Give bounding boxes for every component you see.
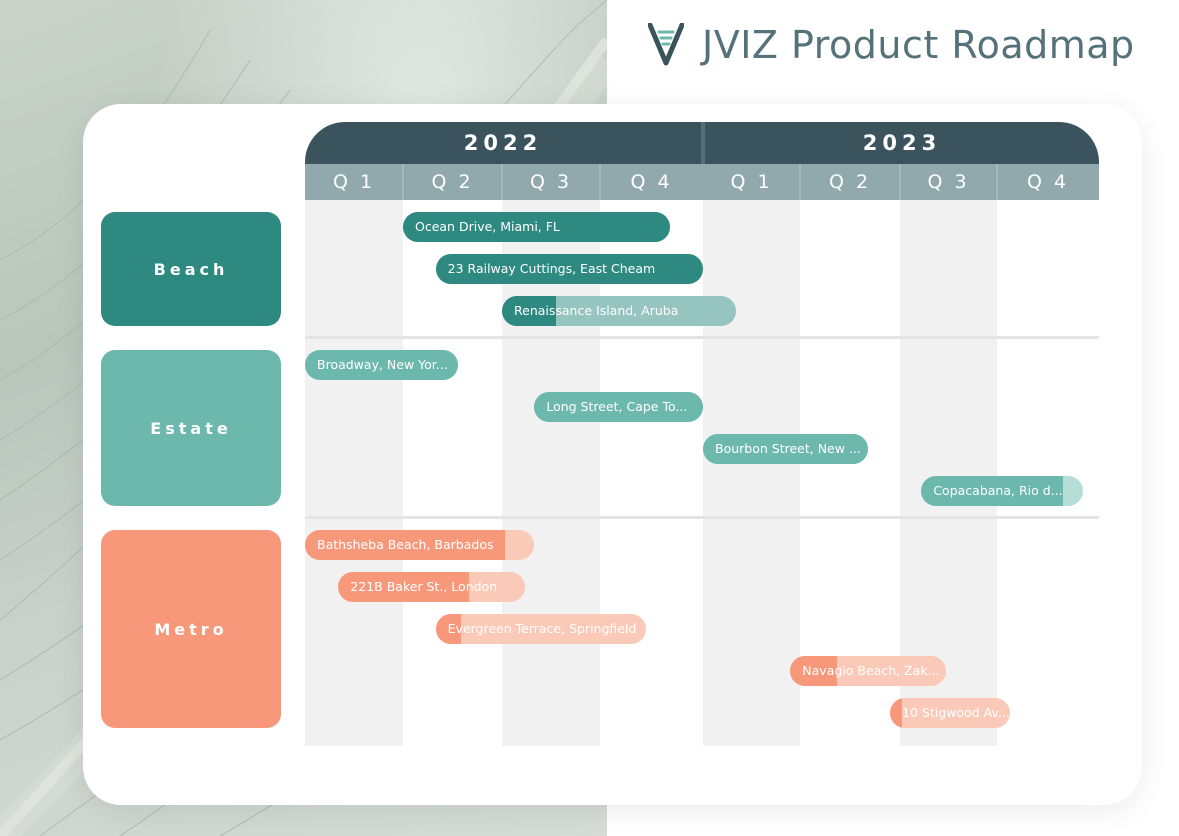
quarter-label: Q 4: [630, 171, 673, 193]
page-title: JVIZ Product Roadmap: [702, 23, 1135, 67]
task-progress-fill: [921, 476, 1064, 506]
quarter-column-stripe: [502, 200, 600, 746]
task-bar[interactable]: Copacabana, Rio d...: [921, 476, 1083, 506]
quarter-label: Q 3: [529, 171, 573, 193]
quarter-label: Q 4: [1026, 171, 1070, 193]
quarter-divider: [402, 164, 404, 200]
task-label: Broadway, New Yor...: [317, 357, 448, 372]
roadmap-grid: 2022 2023 Q 1 Q 2 Q 3 Q 4 Q 1 Q 2 Q 3 Q 4 Ocean …: [305, 122, 1099, 746]
task-bar[interactable]: Ocean Drive, Miami, FL: [403, 212, 671, 242]
quarter-divider: [501, 164, 503, 200]
task-progress-fill: [703, 434, 868, 464]
task-label: Bathsheba Beach, Barbados: [317, 537, 494, 552]
quarter-label: Q 2: [431, 171, 474, 193]
year-divider: [701, 122, 705, 164]
task-label: 23 Railway Cuttings, East Cheam: [447, 261, 656, 276]
quarter-column-stripe: [900, 200, 997, 746]
task-label: 221B Baker St., London: [350, 579, 498, 594]
task-bar[interactable]: Broadway, New Yor...: [305, 350, 459, 380]
category-label: Metro: [154, 619, 228, 639]
year-label-2023: 2023: [862, 131, 942, 155]
quarter-divider: [599, 164, 601, 200]
task-label: Ocean Drive, Miami, FL: [415, 219, 560, 234]
task-label: Renaissance Island, Aruba: [514, 303, 679, 318]
task-progress-fill: [305, 530, 505, 560]
quarter-divider: [799, 164, 801, 200]
category-label: Beach: [153, 259, 229, 279]
task-bar[interactable]: Long Street, Cape To...: [534, 392, 703, 422]
task-label: Bourbon Street, New ...: [715, 441, 861, 456]
task-progress-fill: [502, 296, 556, 326]
quarter-column-stripe: [703, 200, 800, 746]
quarter-column-stripe: [305, 200, 403, 746]
task-label: Navagio Beach, Zak...: [802, 663, 940, 678]
task-progress-fill: [403, 212, 671, 242]
category-beach: Beach: [101, 212, 281, 326]
quarter-label: Q 1: [730, 171, 773, 193]
task-label: Evergreen Terrace, Springfield: [447, 621, 637, 636]
title-group: JVIZ Product Roadmap: [648, 20, 1135, 70]
task-label: Copacabana, Rio d...: [933, 483, 1063, 498]
task-bar[interactable]: 10 Stigwood Av...: [890, 698, 1011, 728]
task-bar[interactable]: 23 Railway Cuttings, East Cheam: [435, 254, 703, 284]
task-bar[interactable]: Navagio Beach, Zak...: [790, 656, 946, 686]
quarter-divider: [996, 164, 998, 200]
quarter-label: Q 1: [332, 171, 376, 193]
category-metro: Metro: [101, 530, 281, 728]
year-label-2022: 2022: [463, 131, 543, 155]
task-progress-fill: [534, 392, 703, 422]
task-bar[interactable]: Bathsheba Beach, Barbados: [305, 530, 535, 560]
section-separator: [305, 336, 1099, 339]
category-estate: Estate: [101, 350, 281, 506]
task-progress-fill: [435, 254, 703, 284]
task-progress-fill: [790, 656, 837, 686]
jviz-logo-icon: [648, 23, 684, 66]
quarter-label: Q 3: [927, 171, 970, 193]
task-bar[interactable]: Renaissance Island, Aruba: [502, 296, 736, 326]
category-label: Estate: [150, 418, 232, 438]
task-bar[interactable]: Bourbon Street, New ...: [703, 434, 868, 464]
task-progress-fill: [435, 614, 461, 644]
task-progress-fill: [338, 572, 469, 602]
task-progress-fill: [305, 350, 459, 380]
section-separator: [305, 516, 1099, 519]
task-label: Long Street, Cape To...: [546, 399, 688, 414]
quarter-label: Q 2: [828, 171, 872, 193]
quarter-header: [305, 164, 1099, 200]
quarter-divider: [899, 164, 901, 200]
task-label: 10 Stigwood Av...: [902, 705, 1010, 720]
task-bar[interactable]: 221B Baker St., London: [338, 572, 525, 602]
task-progress-fill: [890, 698, 903, 728]
task-bar[interactable]: Evergreen Terrace, Springfield: [435, 614, 647, 644]
